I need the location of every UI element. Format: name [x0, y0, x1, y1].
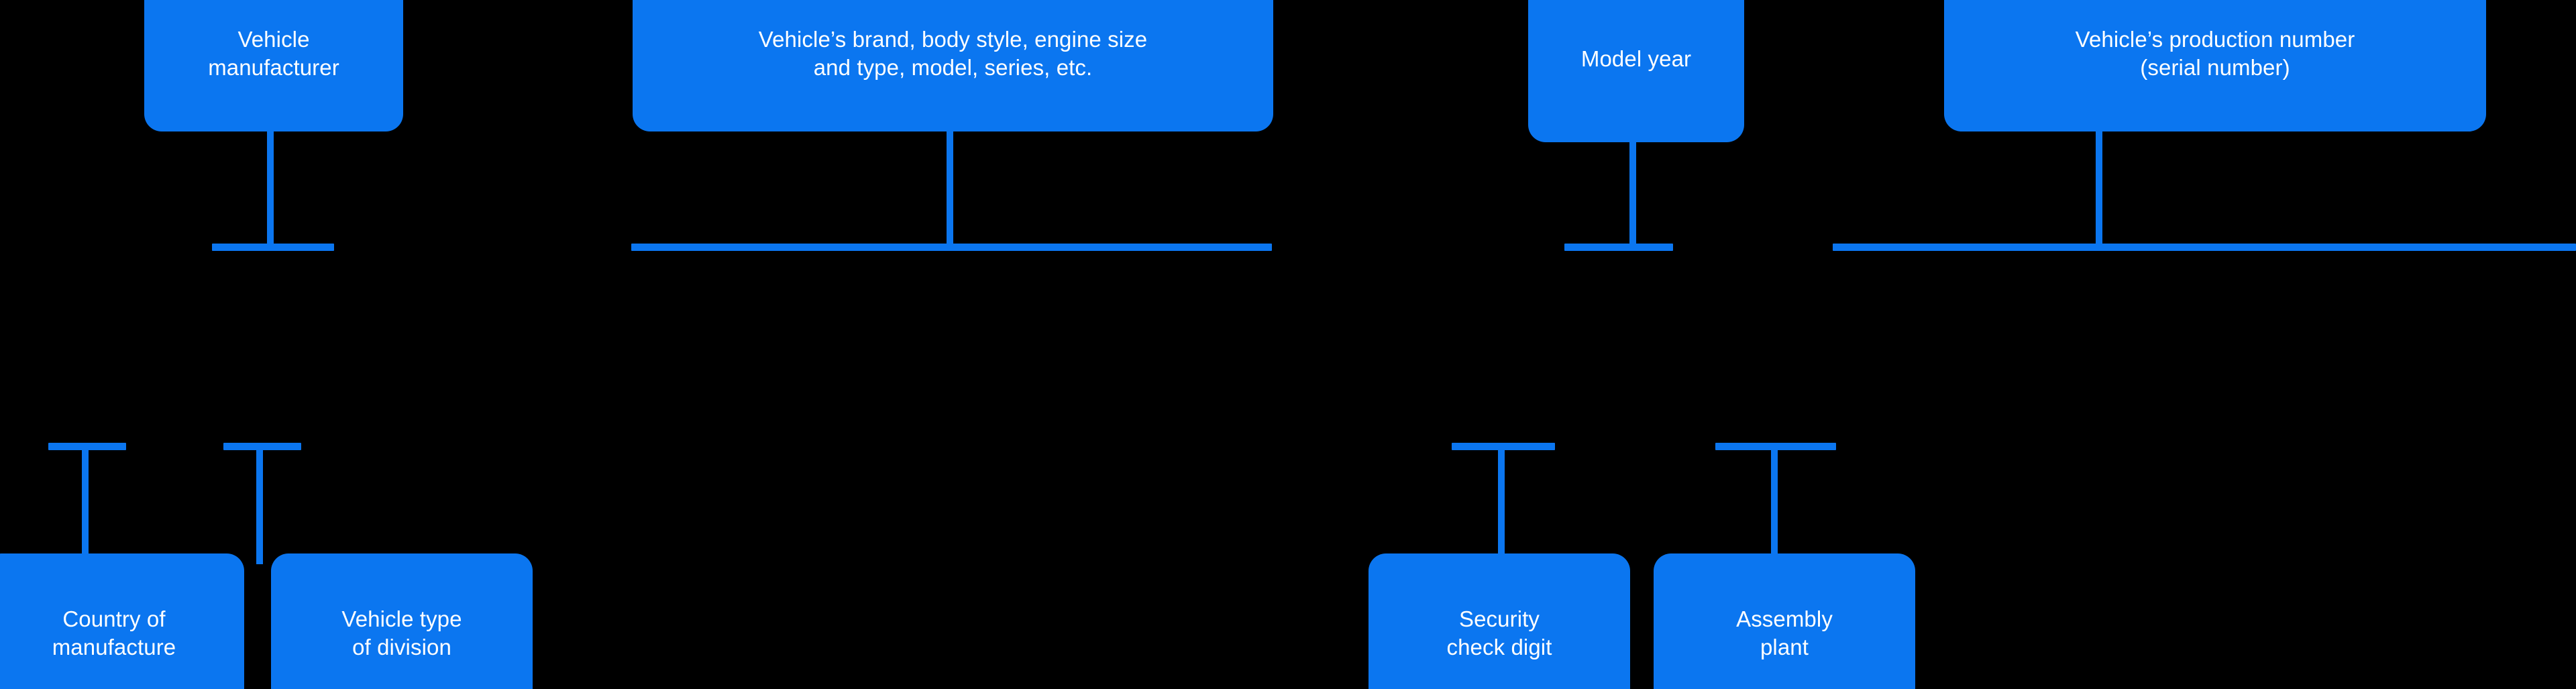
connector-stem-model-year	[1629, 142, 1636, 251]
node-vehicle-descriptor[interactable]: Vehicle’s brand, body style, engine size…	[633, 0, 1273, 131]
node-label-country-of-manufacture: Country of manufacture	[52, 606, 176, 659]
node-production-number[interactable]: Vehicle’s production number (serial numb…	[1944, 0, 2486, 131]
connector-bar-model-year	[1564, 244, 1673, 251]
connector-stem-vehicle-type-of-division	[256, 443, 263, 564]
node-label-vehicle-type-of-division: Vehicle type of division	[341, 606, 462, 659]
connector-stem-production-number	[2096, 131, 2102, 251]
node-vehicle-type-of-division[interactable]: Vehicle type of division	[271, 553, 533, 689]
connector-stem-vehicle-manufacturer	[267, 131, 274, 251]
node-model-year[interactable]: Model year	[1528, 0, 1744, 142]
connector-bar-production-number	[1833, 244, 2576, 251]
node-vehicle-manufacturer[interactable]: Vehicle manufacturer	[144, 0, 403, 131]
node-label-assembly-plant: Assembly plant	[1736, 606, 1833, 659]
node-assembly-plant[interactable]: Assembly plant	[1654, 553, 1915, 689]
node-country-of-manufacture[interactable]: Country of manufacture	[0, 553, 244, 689]
connector-stem-security-check-digit	[1498, 443, 1505, 564]
connector-stem-country-of-manufacture	[82, 443, 89, 564]
connector-stem-vehicle-descriptor	[947, 131, 953, 251]
node-security-check-digit[interactable]: Security check digit	[1368, 553, 1630, 689]
connector-stem-assembly-plant	[1771, 443, 1778, 564]
node-label-model-year: Model year	[1580, 46, 1692, 71]
node-label-vehicle-descriptor: Vehicle’s brand, body style, engine size…	[758, 26, 1148, 80]
node-label-production-number: Vehicle’s production number (serial numb…	[2075, 26, 2355, 80]
node-label-security-check-digit: Security check digit	[1446, 606, 1552, 659]
node-label-vehicle-manufacturer: Vehicle manufacturer	[208, 26, 339, 80]
